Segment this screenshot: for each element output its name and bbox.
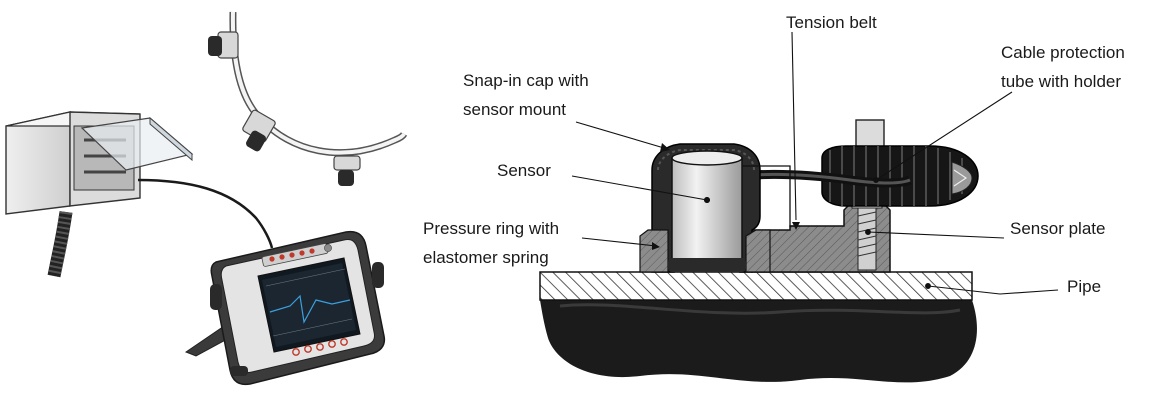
clamp-ring-icon [208, 11, 408, 186]
cable-icon [137, 178, 274, 249]
cable-protection-tube [821, 145, 979, 207]
label-pressure-line1: Pressure ring with [423, 219, 559, 238]
handheld-flowmeter-icon [184, 230, 386, 386]
label-snap-line2: sensor mount [463, 100, 566, 119]
cross-section-diagram: Tension belt Cable protection tube with … [423, 13, 1125, 383]
label-cable-line1: Cable protection [1001, 43, 1125, 62]
junction-box-icon [5, 111, 194, 278]
pressure-ring [639, 229, 669, 273]
pipe-body [540, 300, 977, 383]
sensor-cylinder [668, 150, 746, 272]
label-snap-line1: Snap-in cap with [463, 71, 589, 90]
label-sensor-plate: Sensor plate [1010, 219, 1105, 238]
label-sensor: Sensor [497, 161, 551, 180]
left-illustration [5, 11, 408, 386]
label-pipe: Pipe [1067, 277, 1101, 296]
label-pressure-line2: elastomer spring [423, 248, 549, 267]
label-tension-belt: Tension belt [786, 13, 877, 32]
pipe-wall [539, 271, 973, 301]
label-cable-line2: tube with holder [1001, 72, 1121, 91]
leader-lines [571, 31, 1059, 295]
